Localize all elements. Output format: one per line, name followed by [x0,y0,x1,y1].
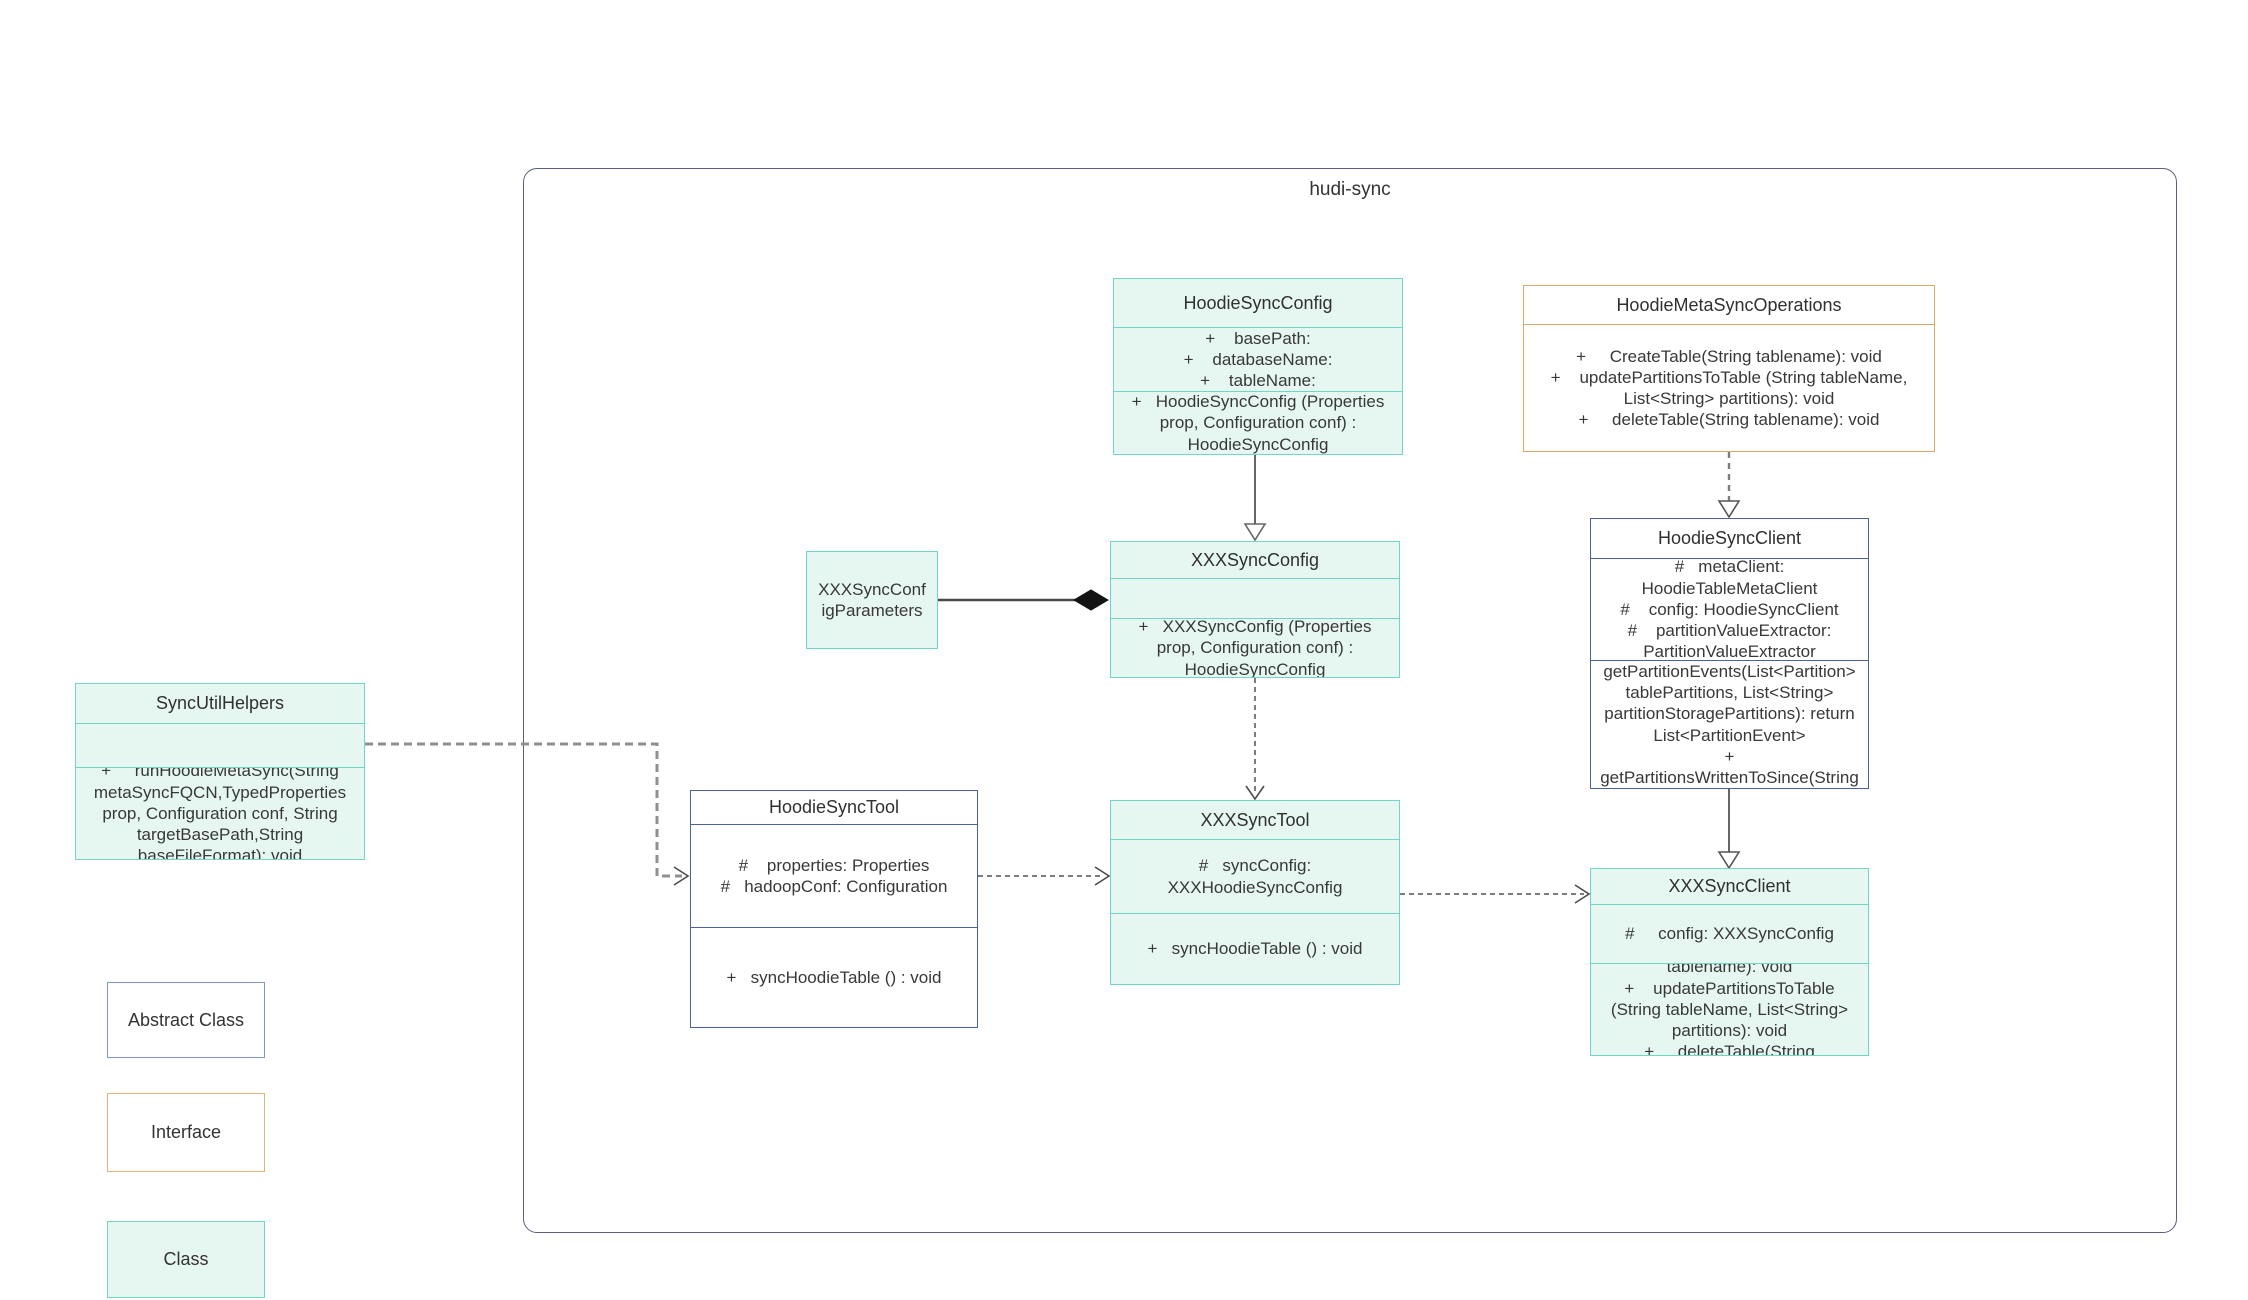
class-attributes [1111,578,1399,618]
class-methods: + XXXSyncConfig (Properties prop, Config… [1111,618,1399,677]
class-attributes: # properties: Properties # hadoopConf: C… [691,824,977,927]
class-xxxsyncclient: XXXSyncClient # config: XXXSyncConfig + … [1590,868,1869,1056]
class-methods: + getPartitionEvents(List<Partition> tab… [1591,660,1868,788]
class-title: XXXSyncClient [1668,876,1791,897]
method: + CreateTable(String tablename): void [1666,963,1793,977]
method: + deleteTable(String tablename): void [1578,410,1880,430]
class-title: XXXSyncConfig [1190,549,1320,570]
package-label: hudi-sync [1309,179,1391,200]
method: + updatePartitionsToTable (String tableN… [1610,978,1853,1041]
class-hoodiesyncconfig: HoodieSyncConfig + basePath: + databaseN… [1113,278,1403,455]
method: + CreateTable(String tablename): void [1576,346,1882,366]
attribute: # config: HoodieSyncClient [1620,599,1839,619]
class-xxxsyncconfigparameters: XXXSyncConfigParameters [806,551,938,649]
attribute: # config: XXXSyncConfig [1625,924,1834,944]
class-methods: + syncHoodieTable () : void [1111,913,1399,984]
legend-abstract-label: Abstract Class [127,1009,245,1030]
class-attributes: + basePath: + databaseName: + tableName: [1114,327,1402,391]
method: + runHoodieMetaSync(String metaSyncFQCN,… [93,767,351,859]
class-hoodiesyncclient: HoodieSyncClient # metaClient: HoodieTab… [1590,518,1869,789]
method: + getPartitionEvents(List<Partition> tab… [1603,661,1856,745]
legend-class-label: Class [163,1249,209,1269]
class-methods: + HoodieSyncConfig (Properties prop, Con… [1114,391,1402,454]
method: + HoodieSyncConfig (Properties prop, Con… [1131,392,1390,454]
attribute: + basePath: [1205,328,1311,348]
class-title: XXXSyncConfigParameters [818,579,926,620]
attribute: # metaClient: HoodieTableMetaClient [1641,558,1818,598]
method: + syncHoodieTable () : void [726,967,942,987]
class-hoodiesynctool: HoodieSyncTool # properties: Properties … [690,790,978,1028]
class-methods: + CreateTable(String tablename): void + … [1591,963,1868,1055]
legend-class: Class [107,1221,265,1298]
class-syncutilhelpers: SyncUtilHelpers + runHoodieMetaSync(Stri… [75,683,365,860]
attribute: # syncConfig: XXXHoodieSyncConfig [1167,856,1343,897]
class-attributes: # syncConfig: XXXHoodieSyncConfig [1111,839,1399,913]
attribute: + tableName: [1200,371,1316,391]
attribute: # partitionValueExtractor: PartitionValu… [1627,621,1837,660]
method: + getPartitionsWrittenToSince(String las… [1600,746,1859,787]
class-xxxsyncconfig: XXXSyncConfig + XXXSyncConfig (Propertie… [1110,541,1400,678]
attribute: + databaseName: [1183,349,1333,369]
method: + updatePartitionsToTable (String tableN… [1550,367,1913,408]
legend-interface: Interface [107,1093,265,1172]
class-attributes: # metaClient: HoodieTableMetaClient # co… [1591,558,1868,660]
interface-hoodiemetasyncoperations: HoodieMetaSyncOperations + CreateTable(S… [1523,285,1935,452]
legend-abstract-class: Abstract Class [107,982,265,1058]
class-title: SyncUtilHelpers [155,693,285,714]
class-title: HoodieSyncConfig [1183,292,1333,313]
class-title: HoodieMetaSyncOperations [1616,294,1842,315]
class-methods: + runHoodieMetaSync(String metaSyncFQCN,… [76,767,364,859]
class-title: HoodieSyncClient [1657,528,1802,549]
attribute: # hadoopConf: Configuration [720,877,948,896]
class-methods: + syncHoodieTable () : void [691,927,977,1027]
legend-interface-label: Interface [150,1122,222,1142]
method: + deleteTable(String tablename): void [1644,1042,1815,1055]
class-attributes: # config: XXXSyncConfig [1591,904,1868,963]
class-title: HoodieSyncTool [768,797,900,818]
attribute: # properties: Properties [738,855,930,875]
method: + XXXSyncConfig (Properties prop, Config… [1138,618,1377,677]
package-hudi-sync: hudi-sync [523,168,2177,1233]
class-xxxsynctool: XXXSyncTool # syncConfig: XXXHoodieSyncC… [1110,800,1400,985]
class-attributes [76,723,364,767]
class-methods: + CreateTable(String tablename): void + … [1524,324,1934,451]
method: + syncHoodieTable () : void [1147,939,1363,959]
class-title: XXXSyncTool [1200,809,1310,830]
